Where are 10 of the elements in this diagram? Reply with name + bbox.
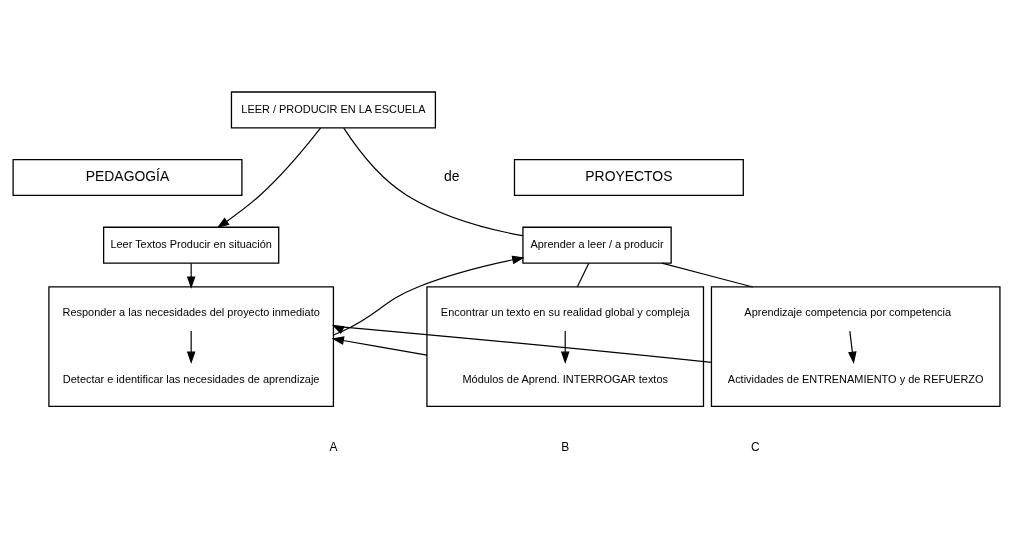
node-text: Actividades de ENTRENAMIENTO y de REFUERZO xyxy=(727,373,984,386)
label: C xyxy=(750,440,760,455)
label: de xyxy=(444,168,460,185)
node-text: Detectar e identificar las necesidades de aprendizaje xyxy=(62,373,320,386)
node-text: Aprendizaje competencia por competencia xyxy=(744,305,952,318)
label: B xyxy=(561,440,570,455)
node-text: Responder a las necesidades del proyecto inmediato xyxy=(62,305,320,318)
node-text: Módulos de Aprend. INTERROGAR textos xyxy=(462,373,668,386)
label: A xyxy=(329,440,338,455)
node-text: Encontrar un texto en su realidad global y compleja xyxy=(440,305,690,318)
